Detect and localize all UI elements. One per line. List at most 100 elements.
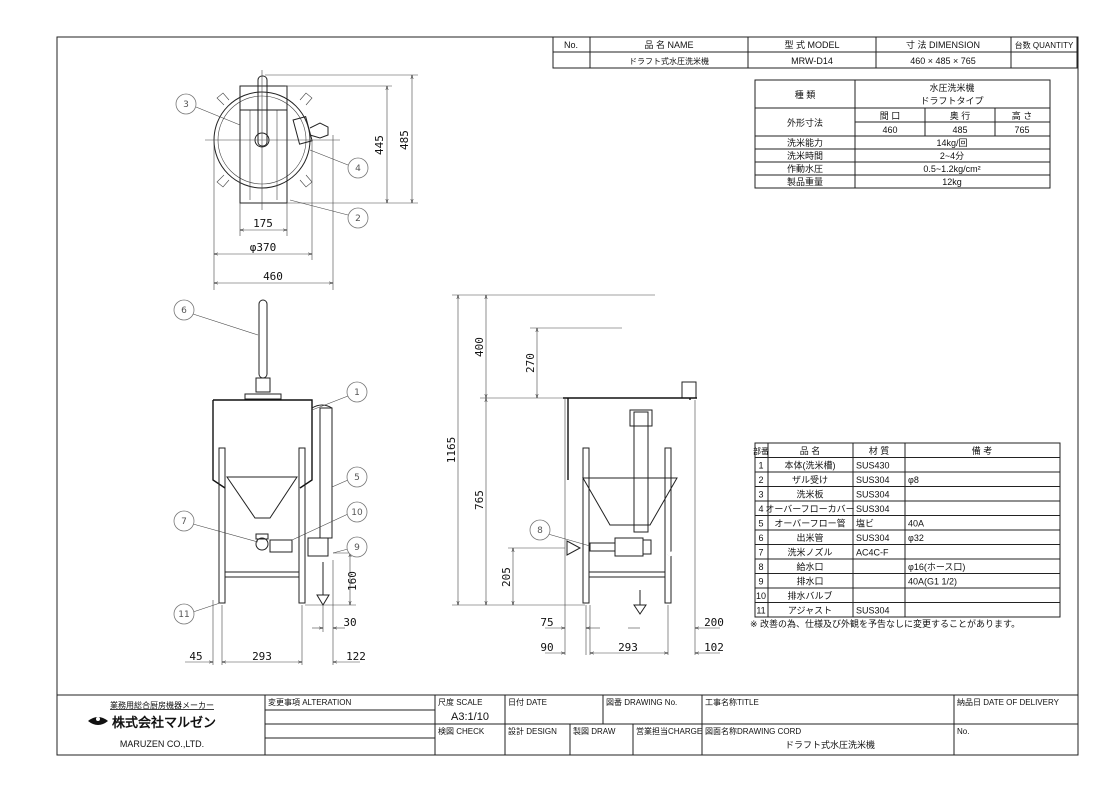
balloon-10: 10 [351, 508, 363, 518]
spec-time: 2~4分 [940, 151, 964, 161]
title-label: 工事名称TITLE [705, 697, 759, 707]
balloon-9: 9 [354, 543, 360, 553]
front-view: 160 30 45 293 122 6 1 5 10 9 7 11 [173, 299, 368, 665]
parts-cell-name: 給水口 [796, 561, 823, 572]
parts-header-name: 品 名 [800, 445, 821, 456]
spec-width: 460 [882, 125, 897, 135]
dim-1165: 1165 [445, 437, 458, 464]
parts-cell-name: 洗米ノズル [787, 547, 832, 558]
company-name-jp: 株式会社マルゼン [112, 715, 216, 730]
dim-160: 160 [346, 571, 359, 591]
parts-cell-material: SUS304 [856, 504, 890, 514]
dim-400: 400 [473, 337, 486, 357]
parts-cell-material: SUS304 [856, 490, 890, 500]
balloon-7: 7 [181, 517, 187, 527]
parts-cell-material: SUS304 [856, 606, 890, 616]
header-col-no: No. [564, 40, 578, 50]
header-col-dimension: 寸 法 DIMENSION [906, 39, 980, 50]
balloon-1: 1 [354, 388, 360, 398]
dim-445: 445 [373, 135, 386, 155]
spec-dims-label: 外形寸法 [787, 117, 823, 128]
header-col-name: 品 名 NAME [644, 39, 693, 50]
parts-cell-name: オーバーフロー管 [774, 518, 845, 529]
parts-cell-no: 9 [758, 577, 763, 587]
draw-label: 製図 DRAW [573, 726, 616, 736]
date-label: 日付 DATE [508, 697, 547, 707]
dim-200: 200 [704, 616, 724, 629]
parts-cell-material: 塩ビ [856, 518, 874, 529]
spec-type-label: 種 類 [795, 90, 816, 100]
dim-102: 102 [704, 641, 724, 654]
dim-phi370: φ370 [250, 241, 277, 254]
balloon-11: 11 [178, 610, 189, 620]
dim-122: 122 [346, 650, 366, 663]
dim-175: 175 [253, 217, 273, 230]
dim-293-front: 293 [252, 650, 272, 663]
parts-cell-no: 10 [756, 591, 766, 601]
header-table: No. 品 名 NAME 型 式 MODEL 寸 法 DIMENSION 台数 … [552, 36, 1078, 69]
dim-205: 205 [500, 567, 513, 587]
header-col-model: 型 式 MODEL [784, 39, 839, 50]
parts-cell-no: 7 [758, 548, 763, 558]
parts-cell-name: アジャスト [788, 606, 832, 616]
spec-pressure: 0.5~1.2kg/cm² [923, 164, 980, 174]
spec-height: 765 [1014, 125, 1029, 135]
change-notice: ※ 改善の為、仕様及び外観を予告なしに変更することがあります。 [750, 618, 1020, 629]
parts-cell-name: ザル受け [792, 474, 828, 485]
parts-cell-name: オーバーフローカバー [765, 504, 854, 514]
product-model: MRW-D14 [791, 56, 833, 66]
parts-cell-no: 1 [758, 461, 763, 471]
dim-75: 75 [540, 616, 553, 629]
product-name: ドラフト式水圧洗米機 [629, 56, 709, 66]
parts-header-note: 備 考 [972, 445, 993, 456]
parts-cell-material: SUS304 [856, 475, 890, 485]
spec-pressure-label: 作動水圧 [787, 163, 823, 174]
drawing-cord-label: 図面名称DRAWING CORD [705, 726, 801, 736]
spec-capacity-label: 洗米能力 [787, 137, 823, 148]
parts-cell-no: 2 [758, 475, 763, 485]
parts-cell-note: 40A [908, 519, 924, 529]
spec-height-label: 高 さ [1012, 110, 1033, 121]
charge-label: 営業担当CHARGE [636, 726, 702, 736]
spec-type-value-2: ドラフトタイプ [920, 96, 983, 106]
title-block: 業務用総合厨房機器メーカー 株式会社マルゼン MARUZEN CO.,LTD. … [57, 694, 1078, 755]
parts-cell-name: 本体(洗米槽) [785, 460, 836, 471]
dim-460: 460 [263, 270, 283, 283]
dim-485: 485 [398, 130, 411, 150]
dim-765: 765 [473, 490, 486, 510]
sheet-border [56, 36, 1079, 756]
spec-depth-label: 奥 行 [950, 110, 971, 121]
scale-value: A3:1/10 [451, 711, 489, 723]
spec-width-label: 間 口 [880, 111, 901, 121]
balloon-6: 6 [181, 306, 187, 316]
check-label: 検図 CHECK [438, 726, 485, 736]
spec-capacity: 14kg/回 [936, 138, 967, 148]
parts-cell-name: 排水バルブ [787, 590, 832, 601]
dim-30: 30 [343, 616, 356, 629]
parts-cell-material: SUS430 [856, 461, 890, 471]
parts-header-material: 材 質 [869, 445, 890, 456]
dim-45: 45 [189, 650, 202, 663]
maker-caption: 業務用総合厨房機器メーカー [110, 700, 214, 710]
dim-293-side: 293 [618, 641, 638, 654]
parts-cell-name: 洗米板 [796, 489, 823, 500]
balloon-8: 8 [537, 526, 543, 536]
parts-cell-no: 6 [758, 533, 763, 543]
parts-cell-no: 8 [758, 562, 763, 572]
balloon-2: 2 [355, 214, 361, 224]
parts-cell-no: 11 [756, 606, 765, 616]
parts-cell-no: 4 [758, 504, 763, 514]
spec-table: 種 類 水圧洗米機 ドラフトタイプ 外形寸法 間 口 奥 行 高 さ 460 4… [754, 79, 1051, 189]
dim-270: 270 [524, 353, 537, 373]
company-name-en: MARUZEN CO.,LTD. [120, 739, 204, 749]
company-logo [88, 717, 108, 725]
drawing-no-label: 図番 DRAWING No. [606, 697, 677, 707]
balloon-3: 3 [183, 100, 189, 110]
balloon-5: 5 [354, 473, 360, 483]
alteration-label: 変更事項 ALTERATION [268, 697, 351, 707]
spec-time-label: 洗米時間 [787, 150, 823, 161]
spec-depth: 485 [952, 125, 967, 135]
spec-weight: 12kg [942, 177, 962, 187]
